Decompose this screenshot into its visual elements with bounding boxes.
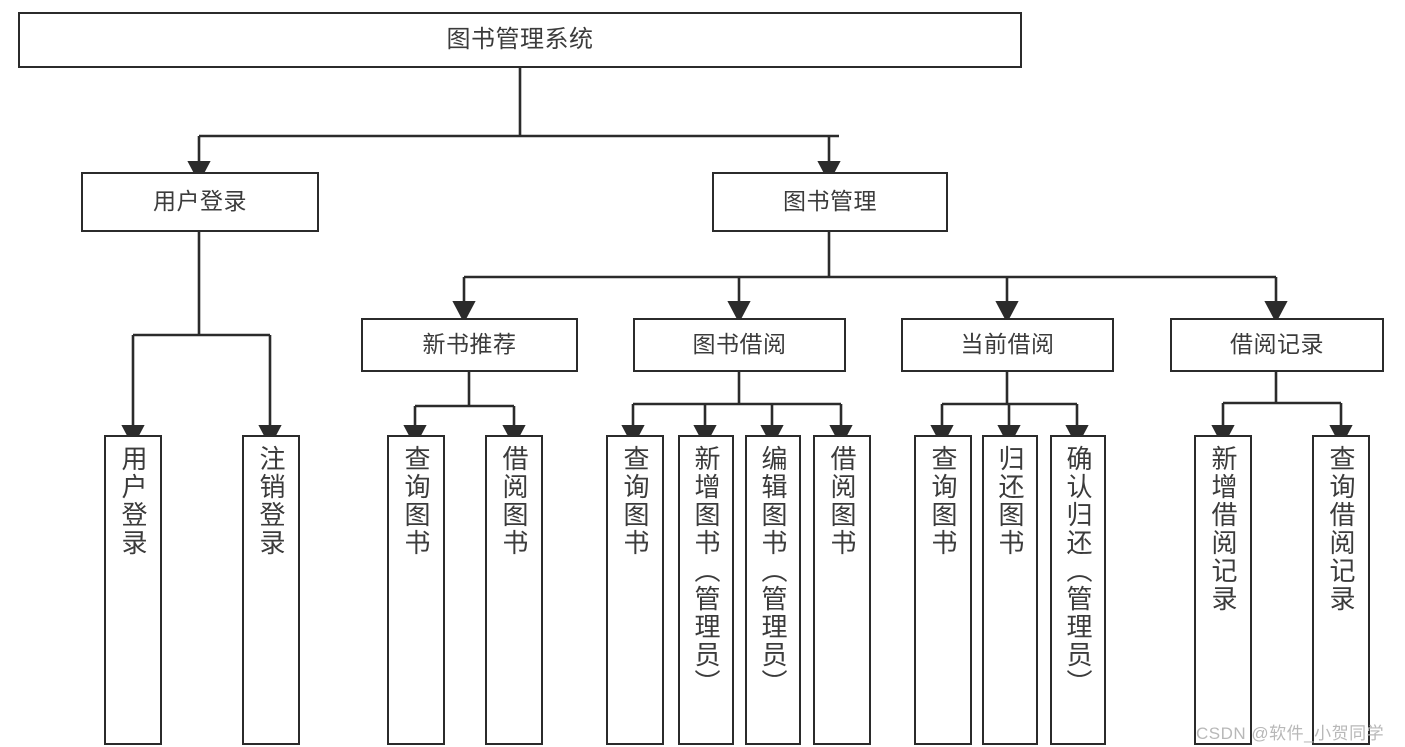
node-book-borrow-label: 图书借阅 [692, 331, 787, 358]
leaf-query-book-2[interactable]: 查询图书 [606, 435, 664, 745]
node-new-book-recommend-label: 新书推荐 [422, 331, 517, 358]
leaf-return-book[interactable]: 归还图书 [982, 435, 1038, 745]
node-root[interactable]: 图书管理系统 [18, 12, 1022, 68]
leaf-borrow-book-2[interactable]: 借阅图书 [813, 435, 871, 745]
leaf-query-book-3-label: 查询图书 [928, 445, 958, 557]
node-book-management-label: 图书管理 [783, 188, 877, 215]
leaf-query-book-3[interactable]: 查询图书 [914, 435, 972, 745]
node-user-login-label: 用户登录 [153, 188, 247, 215]
leaf-query-book-2-label: 查询图书 [620, 445, 650, 557]
node-current-borrow[interactable]: 当前借阅 [901, 318, 1114, 372]
leaf-user-login-label: 用户登录 [118, 445, 148, 557]
node-user-login[interactable]: 用户登录 [81, 172, 319, 232]
node-root-label: 图书管理系统 [446, 25, 594, 53]
leaf-query-book-1-label: 查询图书 [401, 445, 431, 557]
leaf-borrow-book-2-label: 借阅图书 [827, 445, 857, 557]
leaf-edit-book[interactable]: 编辑图书（管理员） [745, 435, 801, 745]
node-current-borrow-label: 当前借阅 [960, 331, 1055, 358]
node-book-management[interactable]: 图书管理 [712, 172, 948, 232]
node-borrow-record[interactable]: 借阅记录 [1170, 318, 1384, 372]
leaf-return-book-label: 归还图书 [995, 445, 1025, 557]
leaf-add-record[interactable]: 新增借阅记录 [1194, 435, 1252, 745]
leaf-edit-book-label: 编辑图书（管理员） [758, 445, 788, 697]
leaf-confirm-return-label: 确认归还（管理员） [1063, 445, 1093, 697]
node-borrow-record-label: 借阅记录 [1230, 331, 1324, 358]
leaf-query-book-1[interactable]: 查询图书 [387, 435, 445, 745]
leaf-borrow-book-1-label: 借阅图书 [499, 445, 529, 557]
leaf-logout-login[interactable]: 注销登录 [242, 435, 300, 745]
leaf-add-book-label: 新增图书（管理员） [691, 445, 721, 697]
leaf-query-record[interactable]: 查询借阅记录 [1312, 435, 1370, 745]
node-book-borrow[interactable]: 图书借阅 [633, 318, 846, 372]
leaf-confirm-return[interactable]: 确认归还（管理员） [1050, 435, 1106, 745]
leaf-add-record-label: 新增借阅记录 [1208, 445, 1238, 613]
leaf-borrow-book-1[interactable]: 借阅图书 [485, 435, 543, 745]
csdn-watermark: CSDN @软件_小贺同学 [1196, 724, 1385, 743]
leaf-query-record-label: 查询借阅记录 [1326, 445, 1356, 613]
node-new-book-recommend[interactable]: 新书推荐 [361, 318, 578, 372]
leaf-user-login[interactable]: 用户登录 [104, 435, 162, 745]
leaf-logout-login-label: 注销登录 [256, 445, 286, 557]
leaf-add-book[interactable]: 新增图书（管理员） [678, 435, 734, 745]
